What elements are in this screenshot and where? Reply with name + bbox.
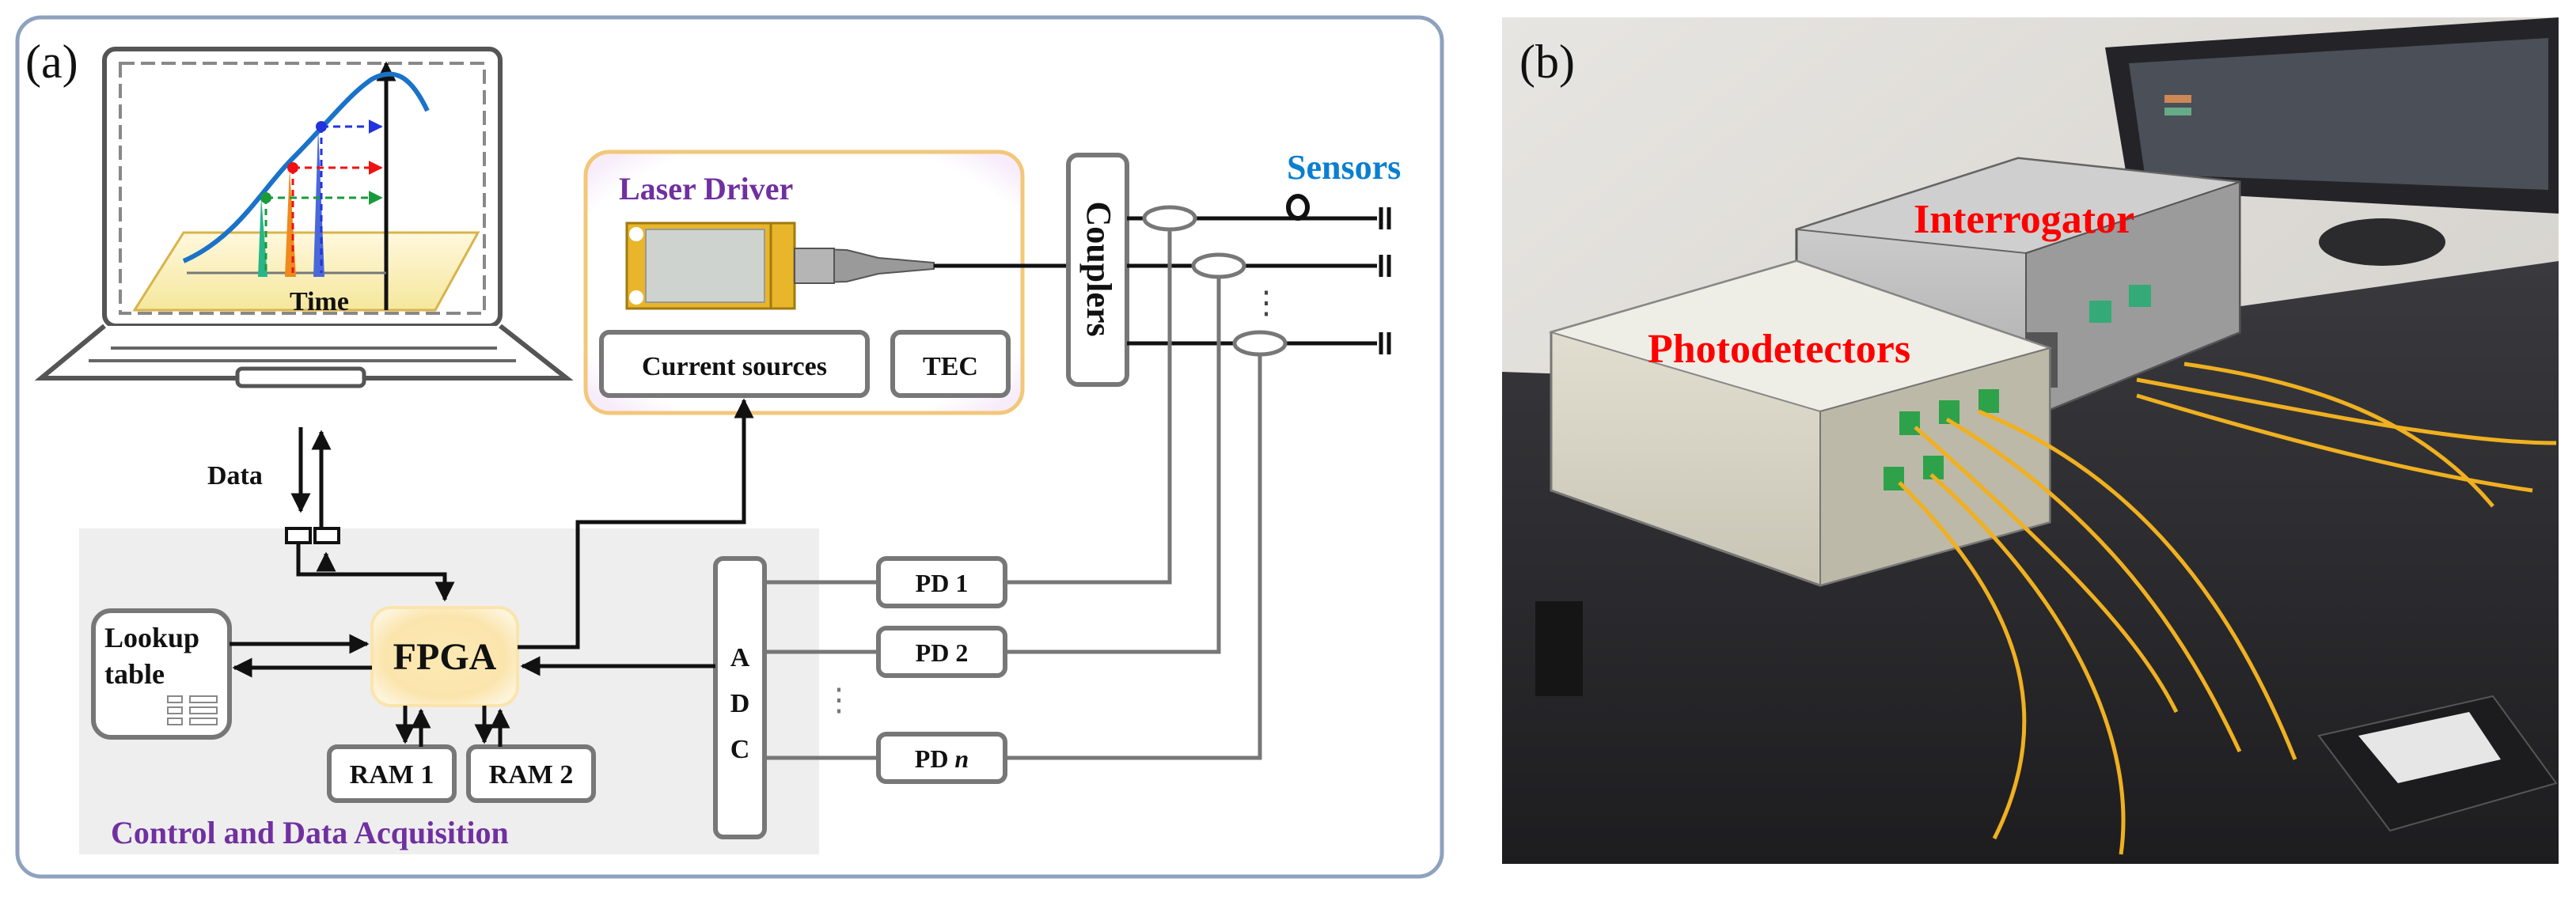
sensor-ellipsis: ⋮ [1250, 285, 1282, 320]
panel-a-label: (a) [25, 36, 78, 88]
fpga-ram-arrows [395, 706, 510, 747]
laser-module-icon [625, 222, 935, 310]
plot-axis-label: Time [290, 287, 349, 316]
pd-ellipsis: ⋮ [823, 682, 855, 718]
couplers-label: Couplers [1079, 201, 1118, 336]
lookup-table-line2: table [104, 658, 165, 690]
pd-to-adc-lines [764, 580, 878, 760]
data-link [285, 427, 455, 602]
ram1-label: RAM 1 [350, 760, 434, 790]
pd-fibers [1005, 229, 1262, 760]
laptop-icon [34, 47, 574, 388]
sensors-label: Sensors [1287, 148, 1401, 187]
monitor [2105, 17, 2559, 266]
lookup-table-line1: Lookup [104, 622, 199, 653]
tec-label: TEC [923, 352, 978, 381]
ram2-label: RAM 2 [489, 760, 574, 790]
fpga-box [370, 606, 519, 707]
ram2-box [466, 744, 596, 803]
small-device [1535, 601, 1583, 696]
fiber-bundle [1898, 362, 2557, 855]
adc-letter-c: C [730, 735, 750, 764]
adc-letter-a: A [730, 643, 750, 672]
adc-box [713, 556, 767, 839]
fpga-label: FPGA [393, 636, 497, 678]
laser-driver-title: Laser Driver [619, 171, 793, 206]
data-label: Data [207, 461, 263, 490]
pd1-label: PD 1 [916, 569, 969, 597]
photodetectors-label: Photodetectors [1648, 327, 1910, 372]
adc-letter-d: D [730, 689, 750, 718]
photodetector-device [1548, 259, 2053, 587]
current-sources-box [599, 330, 870, 398]
interrogator-label: Interrogator [1914, 197, 2134, 242]
tec-box [890, 330, 1011, 398]
couplers-box [1066, 153, 1129, 387]
control-panel-title: Control and Data Acquisition [111, 815, 509, 850]
lookup-table-box [91, 608, 232, 740]
pdn-label: PD n [915, 744, 969, 773]
panel-b-photo [1502, 17, 2559, 864]
ram1-box [327, 744, 457, 803]
pdn-index: n [954, 744, 969, 773]
current-sources-label: Current sources [642, 352, 827, 381]
panel-a: (a) Control and Data Acquisition [15, 15, 1444, 879]
pdn-prefix: PD [915, 744, 955, 773]
fpga-to-laser-arrow [518, 398, 754, 649]
panel-b-label: (b) [1519, 36, 1575, 88]
screen-plot [132, 61, 480, 312]
pd2-label: PD 2 [916, 638, 969, 667]
table-icon [167, 695, 218, 725]
